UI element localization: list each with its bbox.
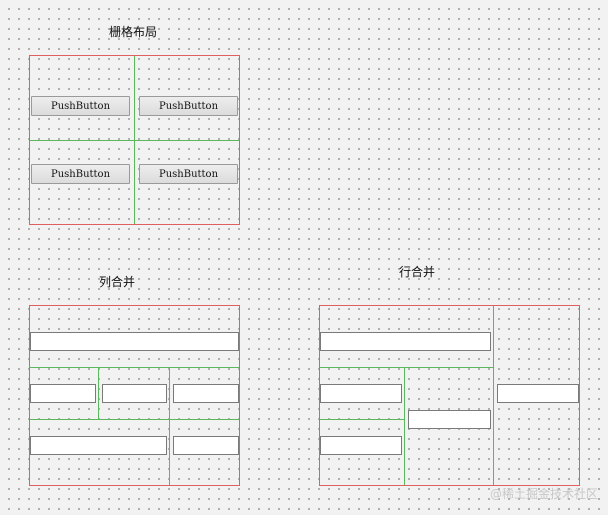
grid-layout-frame[interactable] <box>29 55 240 225</box>
column-merge-row-divider-1 <box>30 367 239 368</box>
push-button-1[interactable]: PushButton <box>31 96 130 116</box>
column-merge-line-edit-r2c1[interactable] <box>30 384 96 403</box>
grid-divider-horizontal <box>30 140 239 141</box>
row-merge-line-edit-r2c1[interactable] <box>320 384 402 403</box>
row-merge-line-edit-rowspan-mid[interactable] <box>408 410 491 429</box>
row-merge-frame[interactable] <box>319 305 580 486</box>
column-merge-col-divider-2 <box>169 368 170 485</box>
row-merge-row-divider-2 <box>320 419 404 420</box>
column-merge-line-edit-r2c3[interactable] <box>173 384 239 403</box>
row-merge-line-edit-wide[interactable] <box>320 332 491 351</box>
column-merge-line-edit-r3c3[interactable] <box>173 436 239 455</box>
row-merge-col-divider-right <box>493 306 494 485</box>
column-merge-frame[interactable] <box>29 305 240 486</box>
row-merge-line-edit-r3c1[interactable] <box>320 436 402 455</box>
row-merge-row-divider-1 <box>320 367 493 368</box>
column-merge-row-divider-2 <box>30 419 239 420</box>
row-merge-line-edit-rowspan-right[interactable] <box>497 384 579 403</box>
column-merge-col-divider-1 <box>98 368 99 419</box>
grid-layout-title: 栅格布局 <box>109 25 158 39</box>
row-merge-col-divider-mid <box>404 368 405 485</box>
column-merge-line-edit-wide[interactable] <box>30 332 239 351</box>
row-merge-title: 行合并 <box>399 265 436 279</box>
push-button-2[interactable]: PushButton <box>139 96 238 116</box>
column-merge-title: 列合并 <box>99 275 136 289</box>
column-merge-line-edit-r2c2[interactable] <box>102 384 167 403</box>
column-merge-line-edit-span2[interactable] <box>30 436 167 455</box>
push-button-4[interactable]: PushButton <box>139 164 238 184</box>
push-button-3[interactable]: PushButton <box>31 164 130 184</box>
watermark: @稀土掘金技术社区 <box>489 487 598 501</box>
